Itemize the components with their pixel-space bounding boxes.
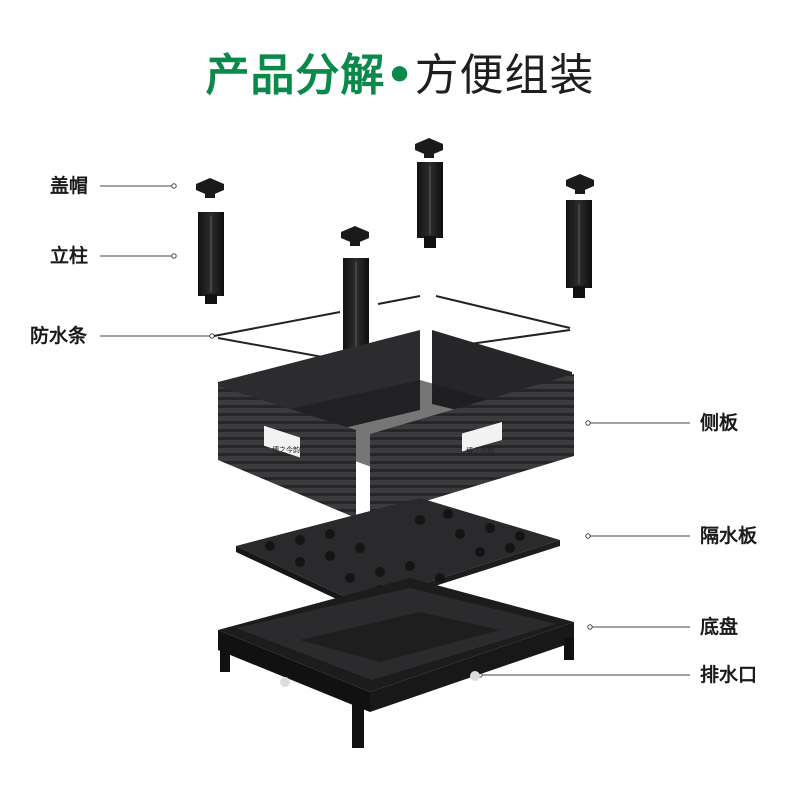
title-part2: 方便组装: [414, 50, 595, 101]
posts-group: [198, 162, 592, 360]
brand-label-left: 博之今韵: [272, 445, 300, 454]
brand-label-right: 博之今韵: [466, 446, 494, 455]
cap-icon: [196, 178, 224, 198]
drain-outlet-icon: [280, 677, 290, 687]
label-divider-board: 隔水板: [700, 525, 758, 547]
label-cap: 盖帽: [50, 175, 89, 197]
post-icon: [417, 162, 443, 248]
drain-outlet-icon: [470, 671, 480, 681]
cap-icon: [341, 226, 369, 246]
cap-icon: [566, 174, 594, 194]
post-icon: [198, 212, 224, 304]
label-base-tray: 底盘: [700, 616, 739, 638]
label-waterproof-strip: 防水条: [30, 325, 88, 347]
post-icon: [566, 200, 592, 298]
side-panels: [218, 330, 574, 518]
label-drain-outlet: 排水口: [700, 664, 758, 686]
label-post: 立柱: [50, 245, 89, 267]
leader-lines: [100, 183, 690, 678]
title-separator: •: [385, 50, 415, 101]
base-tray: [218, 578, 574, 748]
title-part1: 产品分解: [205, 50, 386, 101]
caps-group: [196, 138, 594, 246]
label-side-panel: 侧板: [700, 412, 739, 434]
page-title: 产品分解•方便组装: [0, 48, 800, 104]
cap-icon: [415, 138, 443, 158]
